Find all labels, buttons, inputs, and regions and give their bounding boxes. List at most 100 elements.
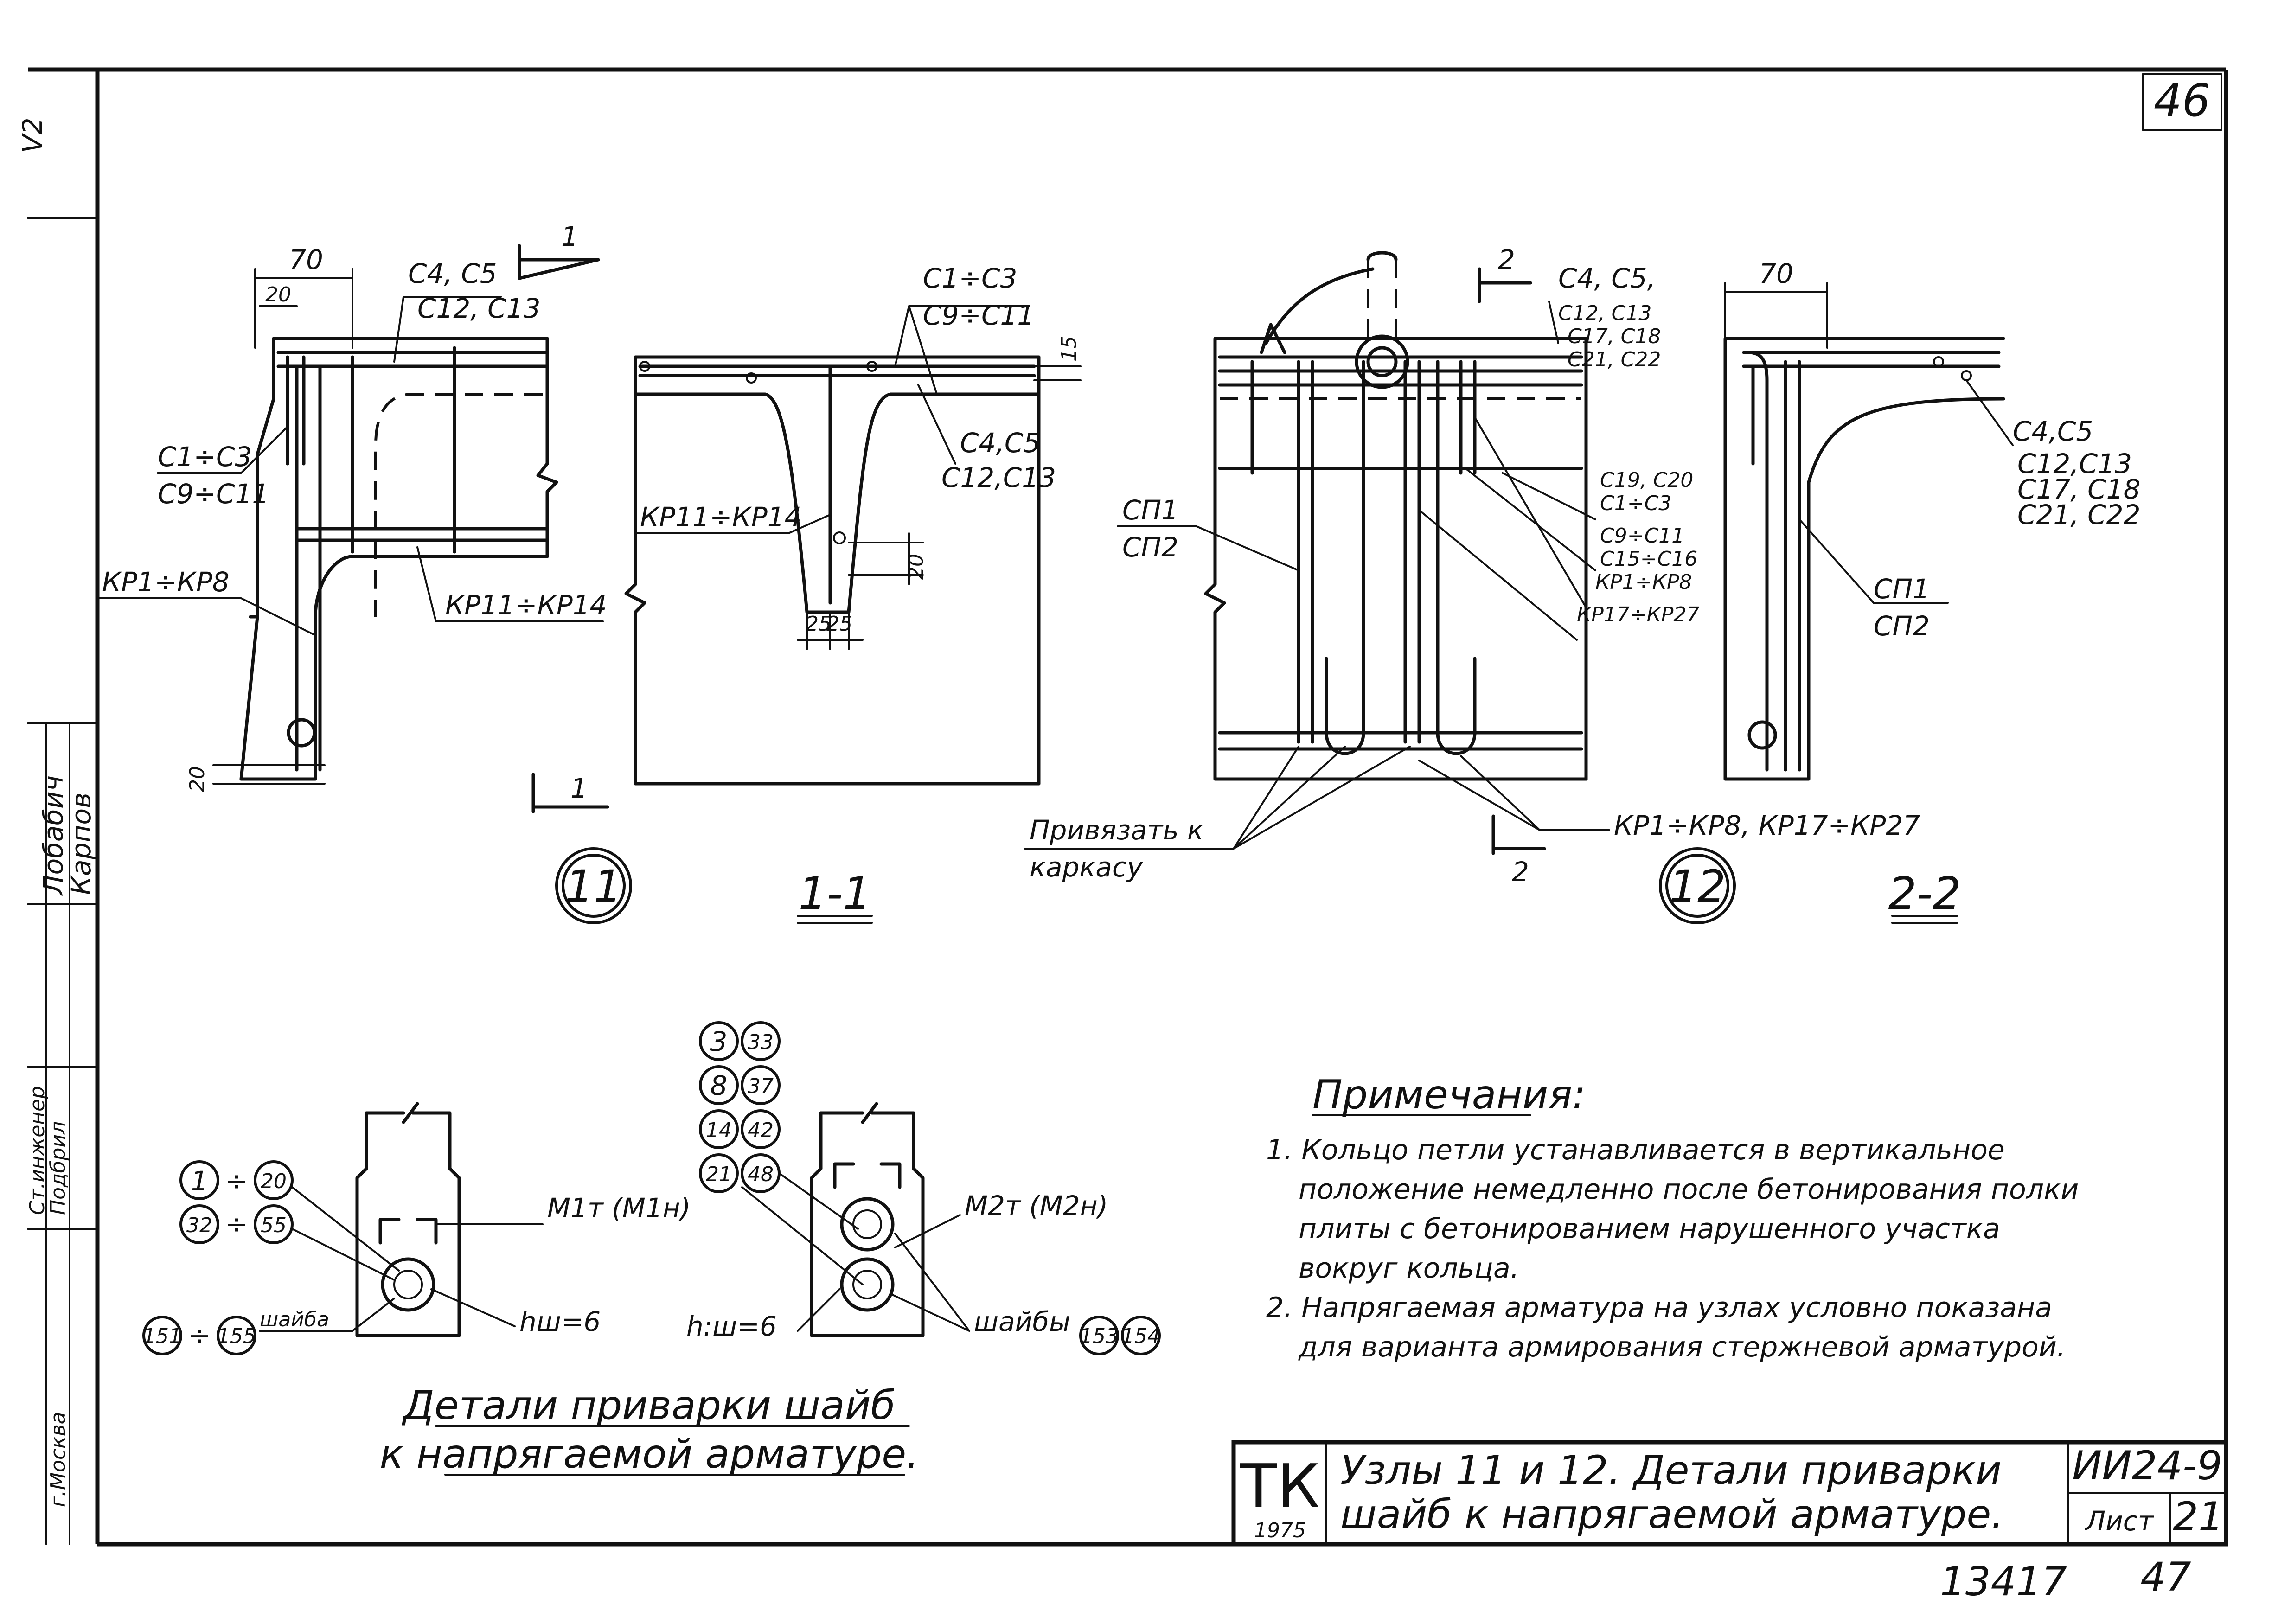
n11-section-mark-bottom: 1: [570, 773, 588, 804]
w-left-c2: 20: [261, 1170, 287, 1193]
title-line2: шайб к напрягаемой арматуре.: [1340, 1491, 2004, 1538]
note-1-line3: плиты с бетонированием нарушенного участ…: [1299, 1213, 2000, 1245]
washers-caption-line2: к напрягаемой арматуре.: [380, 1431, 919, 1477]
n11-dim-20b: 20: [186, 766, 209, 792]
s11-lbl-c4c5: С4,С5: [960, 427, 1040, 459]
n12-section-mark-top: 2: [1498, 244, 1515, 275]
s11-dim-20: 20: [904, 554, 928, 580]
left-col1: Ст.инженер: [26, 1086, 49, 1215]
node-11-drawing: 70 20 20 С4, С5 С12, С13 С1÷С3 С9÷С11 КР…: [96, 221, 632, 924]
sheet-code: 46: [2154, 75, 2210, 127]
w-right-c2: 154: [1121, 1324, 1160, 1348]
n12-lbl-c19c20: С19, С20: [1600, 468, 1693, 492]
n12-node-number: 12: [1669, 861, 1726, 913]
n12-lbl-bottom: КР1÷КР8, КР17÷КР27: [1614, 810, 1920, 841]
s22-lbl-c17c18: С17, С18: [2017, 473, 2140, 505]
stamp-year: 1975: [1254, 1519, 1306, 1542]
n12-lbl-cn1: СП1: [1122, 494, 1178, 526]
w-left-div3: ÷: [188, 1320, 211, 1351]
w-left-c5: 151: [143, 1324, 182, 1348]
s22-lbl-c4c5: С4,С5: [2013, 416, 2093, 447]
s22-caption: 2-2: [1888, 868, 1961, 920]
n11-section-mark-top: 1: [561, 221, 578, 252]
s11-lbl-kp11kp14: КР11÷КР14: [640, 501, 802, 533]
w-mid-c6: 42: [748, 1119, 774, 1142]
n11-dim-70: 70: [289, 244, 323, 275]
n12-lbl-kp1kp8: КР1÷КР8: [1595, 570, 1692, 594]
left-margin-block: V2 г.Москва Ст.инженер Подбрил Лобабич К…: [17, 117, 97, 1507]
n12-lbl-c21c22: С21, С22: [1568, 348, 1661, 371]
notes-heading: Примечания:: [1312, 1072, 1586, 1118]
left-name1: Лобабич: [38, 775, 69, 896]
n11-lbl-c12c13: С12, С13: [417, 293, 540, 324]
section-2-2-drawing: 70 С4,С5 С12,С13 С17, С18 С21, С22 СП1 С…: [1723, 258, 2140, 924]
w-mid-c2: 33: [748, 1030, 774, 1054]
s22-lbl-c21c22: С21, С22: [2017, 499, 2140, 531]
doc-number: ИИ24-9: [2072, 1443, 2222, 1489]
stamp-org: ТК: [1240, 1451, 1320, 1522]
w-left-c3: 32: [186, 1214, 212, 1237]
left-col2: Подбрил: [46, 1121, 70, 1215]
n11-node-number: 11: [565, 861, 622, 913]
s11-dim-25a: 25: [806, 612, 832, 636]
n12-lbl-c12c13: С12, С13: [1558, 301, 1651, 325]
n12-lbl-tie2: каркасу: [1030, 851, 1143, 883]
note-2-line1: 2. Напрягаемая арматура на узлах условно…: [1266, 1292, 2052, 1324]
sheet-number: 21: [2173, 1494, 2223, 1540]
w-mid-c5: 14: [706, 1119, 732, 1142]
page-number: 47: [2140, 1554, 2191, 1600]
n11-lbl-kp1kp8: КР1÷КР8: [102, 566, 230, 598]
title-block: ТК 1975 Узлы 11 и 12. Детали приварки ша…: [1231, 1440, 2228, 1605]
n11-dim-20: 20: [265, 283, 291, 307]
n12-lbl-c9c11: С9÷С11: [1600, 524, 1684, 548]
washer-details: 1 ÷ 20 32 ÷ 55 151 ÷ 155 шайба М1т (М1н)…: [142, 1021, 1161, 1477]
w-mid-c3: 8: [710, 1070, 728, 1101]
s11-lbl-c1c3: С1÷С3: [923, 262, 1017, 294]
note-1-line4: вокруг кольца.: [1299, 1252, 1519, 1285]
note-2-line2: для варианта армирования стержневой арма…: [1298, 1331, 2066, 1363]
w-left-h: hш=6: [519, 1306, 601, 1337]
sheet-frame: [27, 67, 2228, 1547]
n12-lbl-kp17kp27: КР17÷КР27: [1577, 603, 1699, 627]
w-mid-c4: 37: [748, 1074, 774, 1098]
s11-dim-15: 15: [1057, 336, 1081, 362]
s22-lbl-cn2: СП2: [1874, 610, 1930, 642]
w-left-c6: 155: [217, 1324, 256, 1348]
n12-lbl-c15c16: С15÷С16: [1600, 547, 1697, 571]
n11-lbl-kp11kp14: КР11÷КР14: [445, 589, 607, 621]
left-top-mark: V2: [17, 117, 48, 153]
archive-number: 13417: [1940, 1559, 2067, 1605]
w-left-c1: 1: [191, 1165, 208, 1197]
w-right-h: h:ш=6: [686, 1311, 777, 1342]
w-mid-c7: 21: [706, 1163, 732, 1186]
w-right-c1: 153: [1080, 1324, 1119, 1348]
washers-caption-line1: Детали приварки шайб: [401, 1382, 895, 1429]
node-12-drawing: 2 С4, С5, С12, С13 С17, С18 С21, С22 С19…: [1024, 244, 1920, 924]
n12-lbl-c17c18: С17, С18: [1568, 325, 1661, 348]
section-1-1-drawing: 15 20 25 25 С1÷С3 С9÷С11 С4,С5 С12,С13 К…: [624, 262, 1082, 924]
sheet-label: Лист: [2085, 1505, 2155, 1537]
s22-lbl-c12c13: С12,С13: [2017, 448, 2132, 480]
left-city: г.Москва: [46, 1412, 70, 1507]
s11-lbl-c9c11: С9÷С11: [923, 300, 1034, 331]
w-left-div1: ÷: [225, 1165, 248, 1197]
s11-lbl-c12c13: С12,С13: [941, 462, 1056, 493]
s11-dim-25b: 25: [826, 612, 852, 636]
s11-caption: 1-1: [799, 868, 871, 920]
title-line1: Узлы 11 и 12. Детали приварки: [1340, 1447, 2002, 1494]
n12-lbl-cn2: СП2: [1122, 531, 1178, 563]
w-left-m: М1т (М1н): [547, 1192, 691, 1224]
s22-dim-70: 70: [1759, 258, 1793, 289]
n11-lbl-c4c5: С4, С5: [408, 258, 497, 289]
sheet-code-box: [2142, 73, 2222, 131]
s22-lbl-cn1: СП1: [1874, 573, 1930, 605]
n11-lbl-c9c11: С9÷С11: [158, 478, 269, 510]
w-right-washers: шайбы: [974, 1306, 1070, 1337]
notes-block: Примечания: 1. Кольцо петли устанавливае…: [1266, 1072, 2079, 1363]
w-right-m: М2т (М2н): [965, 1190, 1108, 1221]
w-left-c4: 55: [261, 1214, 287, 1237]
n12-section-mark-bottom: 2: [1512, 856, 1529, 888]
w-mid-c8: 48: [748, 1163, 774, 1186]
w-mid-c1: 3: [710, 1026, 728, 1057]
